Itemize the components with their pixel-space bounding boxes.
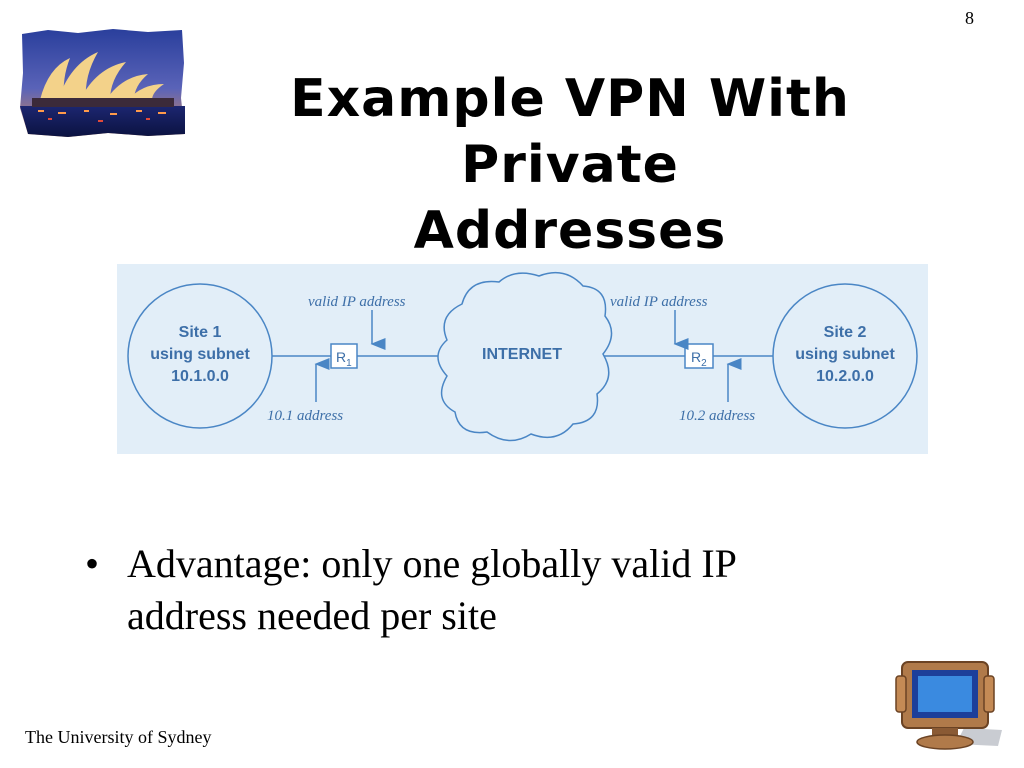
site2-label-line3: 10.2.0.0 <box>816 368 874 385</box>
site2-circle <box>772 283 918 429</box>
valid-ip-label-right: valid IP address <box>610 294 708 310</box>
slide-title: Example VPN With Private Addresses <box>190 66 950 264</box>
vpn-diagram-svg: Site 1 using subnet 10.1.0.0 Site 2 usin… <box>127 271 918 442</box>
bullet-text: Advantage: only one globally valid IP ad… <box>127 538 737 642</box>
router2-box <box>684 343 714 369</box>
site1-label-line3: 10.1.0.0 <box>171 368 229 385</box>
bullet-text-line-2: address needed per site <box>127 593 497 638</box>
internet-cloud <box>437 271 613 442</box>
page-number: 8 <box>965 8 974 28</box>
bullet-marker: • <box>85 541 100 586</box>
router1-label: R1 <box>336 349 352 369</box>
valid-ip-label-left: valid IP address <box>308 294 406 310</box>
internet-label: INTERNET <box>482 346 562 363</box>
site1-label-line2: using subnet <box>150 346 250 363</box>
computer-monitor-icon <box>895 661 1002 750</box>
title-line-1: Example VPN With Private <box>290 69 850 195</box>
vpn-diagram: Site 1 using subnet 10.1.0.0 Site 2 usin… <box>117 264 928 454</box>
title-line-2: Addresses <box>413 201 727 261</box>
bullet-list: • Advantage: only one globally valid IP … <box>85 538 905 642</box>
footer-university: The University of Sydney <box>25 727 212 747</box>
site1-label-line1: Site 1 <box>179 324 222 341</box>
bullet-text-line-1: Advantage: only one globally valid IP <box>127 541 737 586</box>
site2-label-line1: Site 2 <box>824 324 867 341</box>
addr-label-left: 10.1 address <box>267 408 343 424</box>
site2-label-line2: using subnet <box>795 346 895 363</box>
addr-label-right: 10.2 address <box>679 408 755 424</box>
bullet-item: • Advantage: only one globally valid IP … <box>85 538 905 642</box>
router2-label: R2 <box>691 349 707 369</box>
site1-circle <box>127 283 273 429</box>
sydney-opera-house-logo <box>20 29 185 137</box>
router1-box <box>330 343 358 369</box>
